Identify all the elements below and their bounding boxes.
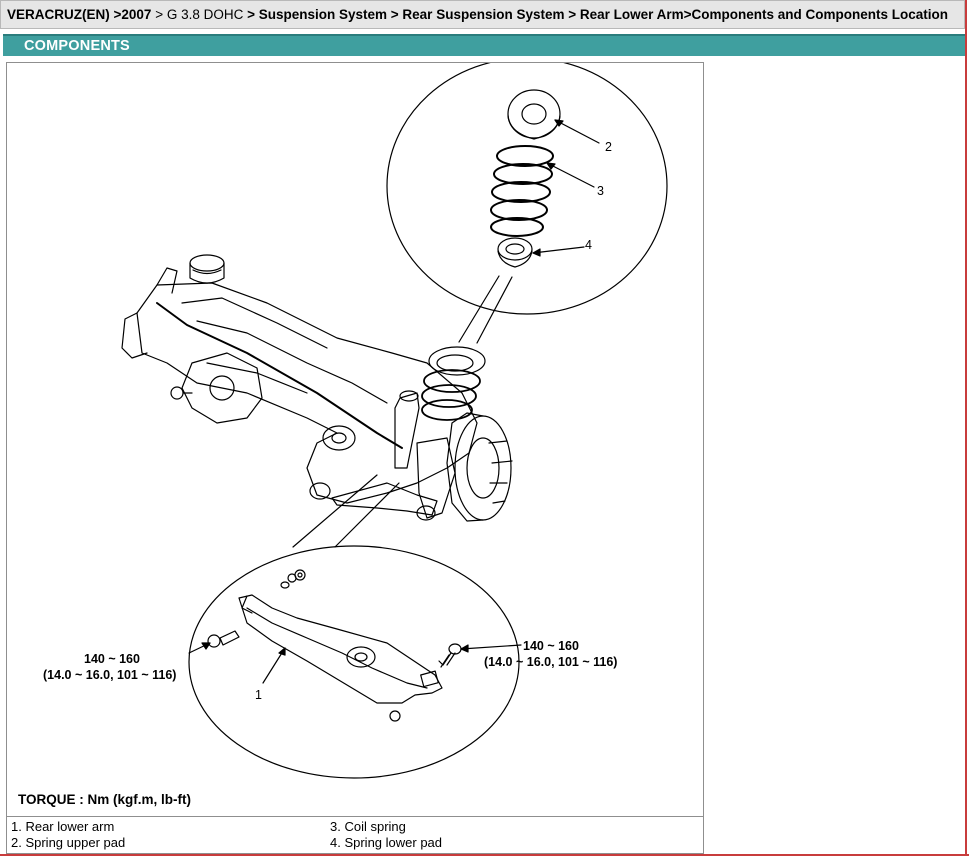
- callout-2: 2: [605, 140, 612, 154]
- torque-left-value: 140 ~ 160: [84, 652, 140, 666]
- legend-item-3: 3. Coil spring: [330, 819, 406, 834]
- section-header-bar: COMPONENTS: [3, 34, 966, 56]
- torque-unit-note: TORQUE : Nm (kgf.m, lb-ft): [18, 792, 191, 807]
- leader-2: [554, 119, 600, 144]
- window-bottom-border: [0, 854, 969, 856]
- arm-hardware-top: [280, 569, 306, 589]
- leader-4: [532, 246, 585, 254]
- rear-lower-arm-detail: [238, 594, 443, 722]
- callout-1: 1: [255, 688, 262, 702]
- breadcrumb-model[interactable]: VERACRUZ(EN) >: [7, 7, 122, 22]
- legend-item-4: 4. Spring lower pad: [330, 835, 443, 850]
- spring-upper-pad: [507, 89, 561, 140]
- breadcrumb-sep: >: [151, 7, 167, 22]
- leader-torque-right: [460, 644, 522, 650]
- torque-right-units: (14.0 ~ 16.0, 101 ~ 116): [484, 655, 617, 669]
- breadcrumb-engine[interactable]: G 3.8 DOHC: [166, 7, 244, 22]
- torque-right-value: 140 ~ 160: [523, 639, 579, 653]
- torque-left-units: (14.0 ~ 16.0, 101 ~ 116): [43, 668, 176, 682]
- legend-item-2: 2. Spring upper pad: [11, 835, 126, 850]
- rear-subframe-assembly: [121, 254, 513, 522]
- detail-leader-lower: [292, 474, 400, 548]
- breadcrumb-year[interactable]: 2007: [121, 7, 152, 22]
- component-legend: 1. Rear lower arm 2. Spring upper pad 3.…: [6, 817, 704, 854]
- leader-3: [546, 162, 595, 188]
- legend-item-1: 1. Rear lower arm: [11, 819, 115, 834]
- breadcrumb-path[interactable]: > Suspension System > Rear Suspension Sy…: [243, 7, 949, 22]
- callout-4: 4: [585, 238, 592, 252]
- callout-3: 3: [597, 184, 604, 198]
- detail-circle-lower-arm: [188, 545, 520, 779]
- detail-leader-upper: [458, 275, 513, 344]
- components-figure: 2 3 4 1 140 ~ 160 (14.0 ~ 16.0, 101 ~ 11…: [6, 62, 704, 817]
- breadcrumb: VERACRUZ(EN) >2007 > G 3.8 DOHC > Suspen…: [0, 0, 965, 29]
- right-mounting-bolt: [438, 643, 462, 668]
- section-title: COMPONENTS: [24, 38, 130, 54]
- window-right-border: [965, 0, 967, 856]
- left-mounting-bolt: [207, 630, 240, 648]
- detail-circle-spring: [386, 63, 668, 315]
- rear-suspension-diagram: 2 3 4 1 140 ~ 160 (14.0 ~ 16.0, 101 ~ 11…: [18, 63, 668, 807]
- coil-spring-detail: [490, 145, 554, 237]
- spring-lower-pad: [497, 237, 533, 268]
